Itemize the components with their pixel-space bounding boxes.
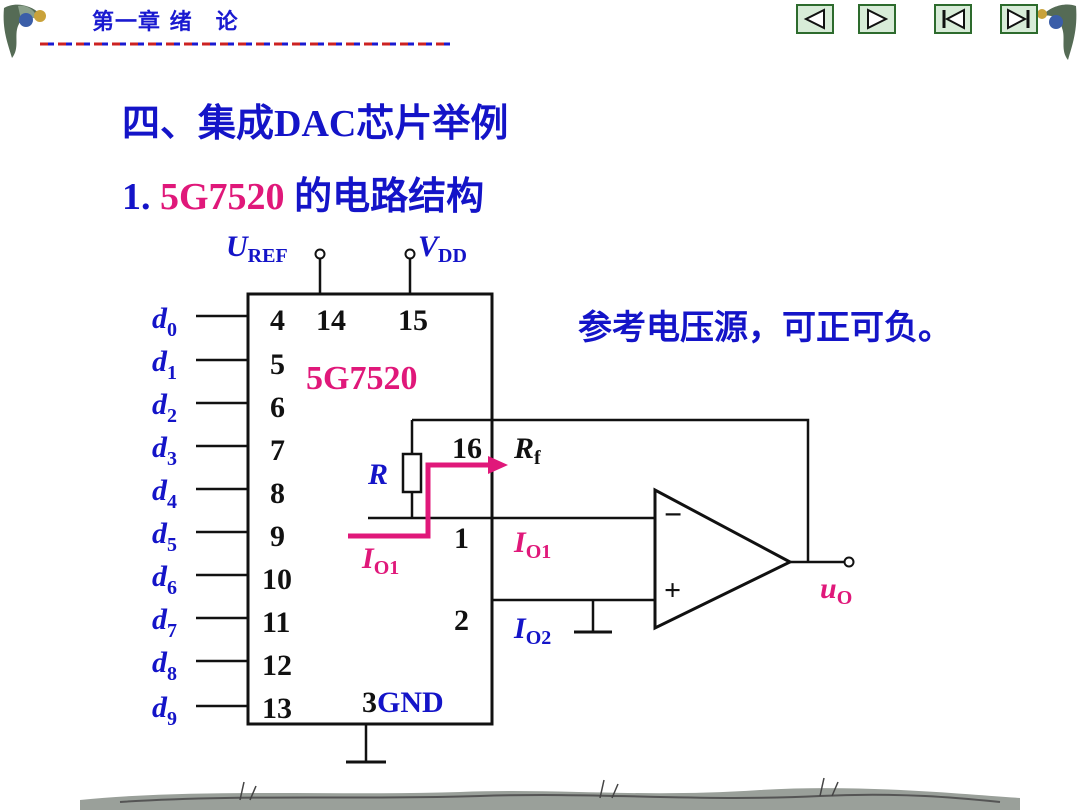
input-d4: d4 bbox=[152, 474, 177, 513]
io1-outer-label: IO1 bbox=[514, 526, 552, 563]
opamp-triangle bbox=[653, 487, 794, 631]
pin-2: 2 bbox=[454, 604, 469, 637]
pin-11: 11 bbox=[262, 606, 291, 639]
next-slide-button[interactable] bbox=[858, 4, 896, 34]
input-d1: d1 bbox=[152, 345, 177, 384]
input-d7: d7 bbox=[152, 603, 177, 642]
chip-name: 5G7520 bbox=[160, 176, 285, 218]
pin-10: 10 bbox=[262, 563, 292, 596]
chapter-title: 第一章 绪 论 bbox=[92, 10, 239, 35]
uref-terminal bbox=[314, 248, 326, 260]
left-ornament-icon bbox=[3, 4, 46, 58]
chip-label: 5G7520 bbox=[306, 360, 418, 397]
header-decoration bbox=[3, 4, 1077, 61]
io1-inner-label: IO1 bbox=[362, 542, 400, 579]
input-d8: d8 bbox=[152, 646, 177, 685]
pin-1: 1 bbox=[454, 522, 469, 555]
chip-body bbox=[246, 292, 494, 726]
subsection-heading: 1. 5G7520 的电路结构 bbox=[122, 165, 484, 220]
pin-5: 5 bbox=[270, 348, 285, 381]
input-d5: d5 bbox=[152, 517, 177, 556]
pin-16: 16 bbox=[452, 432, 482, 465]
output-terminal bbox=[843, 556, 855, 568]
reference-voltage-note: 参考电压源，可正可负。 bbox=[578, 308, 952, 348]
opamp-minus: − bbox=[664, 496, 683, 532]
io2-label: IO2 bbox=[514, 612, 552, 649]
pin-15: 15 bbox=[398, 304, 428, 337]
first-page-icon bbox=[942, 8, 965, 30]
section-heading: 四、集成DAC芯片举例 bbox=[122, 103, 509, 145]
vdd-label: VDD bbox=[418, 230, 467, 267]
io1-current-path bbox=[348, 462, 492, 539]
triangle-left-icon bbox=[803, 8, 825, 30]
pin-6: 6 bbox=[270, 391, 285, 424]
footer-decoration bbox=[80, 777, 1020, 810]
pin-14: 14 bbox=[316, 304, 346, 337]
input-d9: d9 bbox=[152, 691, 177, 730]
gnd-label: 3GND bbox=[362, 686, 444, 719]
input-d3: d3 bbox=[152, 431, 177, 470]
uref-label: UREF bbox=[226, 230, 288, 267]
current-arrow-icon bbox=[488, 456, 508, 474]
pin-4: 4 bbox=[270, 304, 285, 337]
last-slide-button[interactable] bbox=[1000, 4, 1038, 34]
feedback-wire bbox=[412, 418, 810, 562]
subsection-text: 的电路结构 bbox=[294, 176, 485, 218]
subsection-number: 1. bbox=[122, 176, 151, 218]
pin-9: 9 bbox=[270, 520, 285, 553]
input-d6: d6 bbox=[152, 560, 177, 599]
input-lines bbox=[196, 314, 248, 708]
pin-7: 7 bbox=[270, 434, 285, 467]
output-label: uO bbox=[820, 572, 853, 609]
prev-slide-button[interactable] bbox=[796, 4, 834, 34]
pin-8: 8 bbox=[270, 477, 285, 510]
resistor-r-label: R bbox=[368, 458, 389, 491]
pin-13: 13 bbox=[262, 692, 292, 725]
triangle-right-icon bbox=[867, 8, 889, 30]
opamp-plus: + bbox=[664, 574, 682, 607]
vdd-terminal bbox=[404, 248, 416, 260]
last-page-icon bbox=[1007, 8, 1030, 30]
input-d2: d2 bbox=[152, 388, 177, 427]
rf-label: Rf bbox=[514, 432, 541, 469]
right-ornament-icon bbox=[1037, 4, 1077, 61]
first-slide-button[interactable] bbox=[934, 4, 972, 34]
pin-12: 12 bbox=[262, 649, 292, 682]
resistor-r bbox=[401, 452, 423, 494]
input-d0: d0 bbox=[152, 302, 177, 341]
